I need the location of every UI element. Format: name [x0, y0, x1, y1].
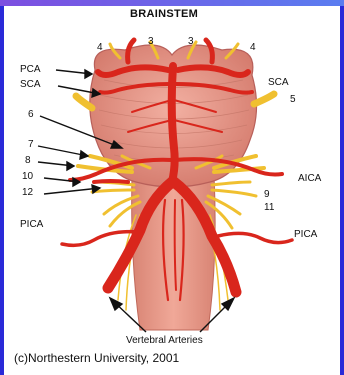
label-aica: AICA [298, 174, 321, 184]
label-sca-right: SCA [268, 78, 289, 88]
label-pica-right: PICA [294, 230, 317, 240]
label-cn9: 9 [264, 190, 270, 200]
label-cn8: 8 [25, 156, 31, 166]
label-cn6: 6 [28, 110, 34, 120]
label-vertebral-arteries: Vertebral Arteries [126, 336, 203, 346]
medulla [132, 175, 215, 330]
label-cn4-left: 4 [97, 43, 103, 53]
copyright-caption: (c)Northestern University, 2001 [14, 352, 179, 364]
label-cn5: 5 [290, 95, 296, 105]
label-cn4-right: 4 [250, 43, 256, 53]
label-cn3-left: 3 [148, 37, 154, 47]
label-cn11: 11 [264, 203, 274, 213]
label-pica-left: PICA [20, 220, 43, 230]
basilar-artery [172, 66, 175, 182]
label-cn7: 7 [28, 140, 34, 150]
label-cn10: 10 [22, 172, 33, 182]
label-cn12: 12 [22, 188, 33, 198]
diagram-title: BRAINSTEM [130, 9, 198, 20]
label-cn3-right: 3 [188, 37, 194, 47]
label-sca-left: SCA [20, 80, 41, 90]
label-pca: PCA [20, 65, 41, 75]
